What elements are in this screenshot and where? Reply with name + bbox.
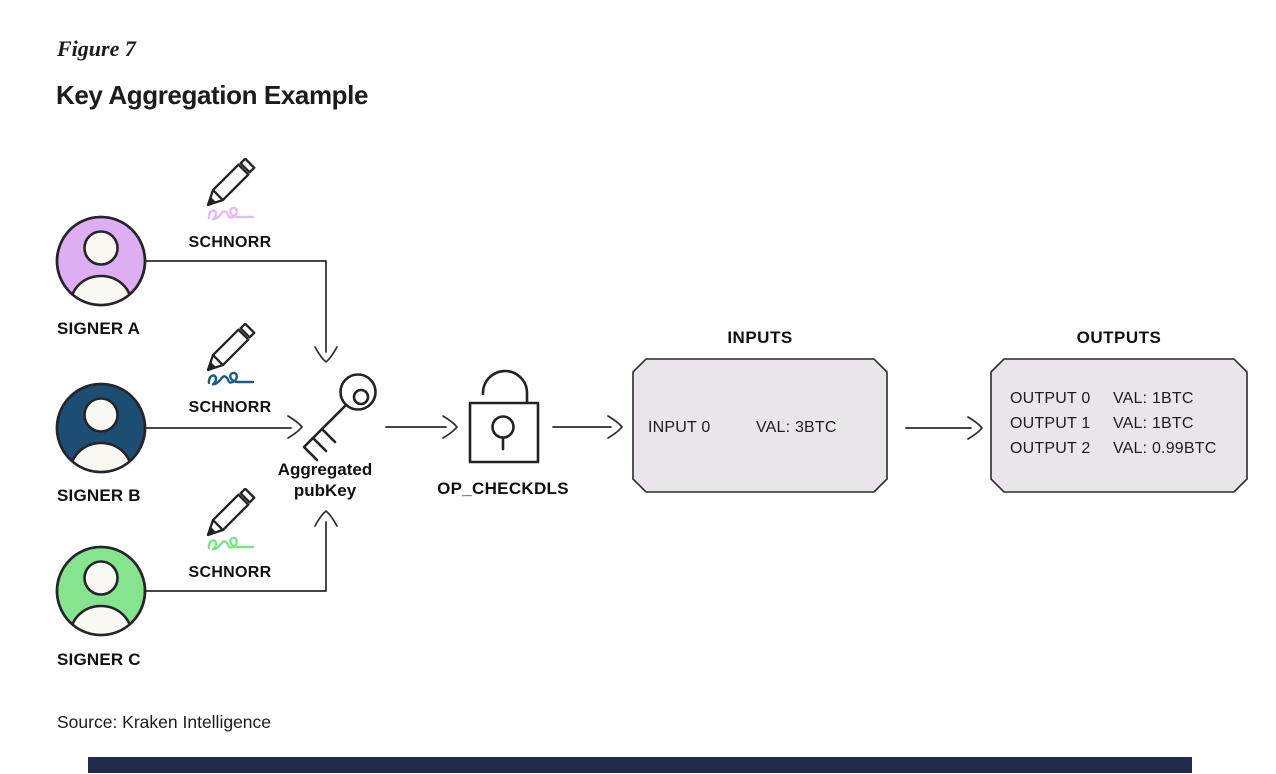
signature-squiggle-icon — [207, 371, 255, 386]
signer-b-label: SIGNER B — [57, 486, 141, 505]
pencil-icon — [206, 488, 256, 537]
op-checkdls-label: OP_CHECKDLS — [437, 479, 569, 498]
input-row-value: VAL: 3BTC — [756, 419, 837, 436]
signer-a-label: SIGNER A — [57, 319, 141, 338]
arrow-right-icon — [607, 415, 623, 439]
schnorr-label-c: SCHNORR — [188, 564, 272, 581]
schnorr-label-a: SCHNORR — [188, 234, 272, 251]
outputs-box — [990, 358, 1248, 493]
arrow-right-icon — [967, 416, 983, 440]
pencil-icon — [206, 158, 256, 207]
arrow-up-icon — [314, 510, 338, 527]
figure-number: Figure 7 — [57, 36, 136, 61]
lock-icon — [468, 369, 540, 464]
signer-b-avatar — [55, 382, 147, 474]
schnorr-label-b: SCHNORR — [188, 399, 272, 416]
output-row-name: OUTPUT 1 — [1010, 415, 1091, 432]
aggregated-pubkey-label: Aggregated pubKey — [277, 460, 373, 500]
connector-signer-c — [145, 521, 327, 592]
figure-title: Key Aggregation Example — [56, 80, 369, 110]
output-row-value: VAL: 0.99BTC — [1113, 440, 1217, 457]
output-row-value: VAL: 1BTC — [1113, 390, 1194, 407]
output-row-value: VAL: 1BTC — [1113, 415, 1194, 432]
inputs-box — [632, 358, 888, 493]
user-icon — [69, 397, 133, 472]
signer-c-avatar — [55, 545, 147, 637]
signature-squiggle-icon — [207, 206, 255, 221]
output-row-name: OUTPUT 0 — [1010, 390, 1091, 407]
arrow-right-icon — [442, 415, 458, 439]
input-row-name: INPUT 0 — [648, 419, 711, 436]
outputs-title: OUTPUTS — [1076, 328, 1162, 347]
inputs-title: INPUTS — [727, 328, 793, 347]
source-attribution: Source: Kraken Intelligence — [57, 712, 272, 732]
arrow-down-icon — [314, 346, 338, 363]
output-row-name: OUTPUT 2 — [1010, 440, 1091, 457]
signer-a-avatar — [55, 215, 147, 307]
connector-signer-a — [145, 260, 327, 353]
key-icon — [302, 373, 377, 462]
arrow-right-icon — [287, 415, 303, 439]
footer-bar — [88, 757, 1192, 773]
pencil-icon — [206, 323, 256, 372]
signer-c-label: SIGNER C — [57, 650, 141, 669]
signature-squiggle-icon — [207, 536, 255, 551]
